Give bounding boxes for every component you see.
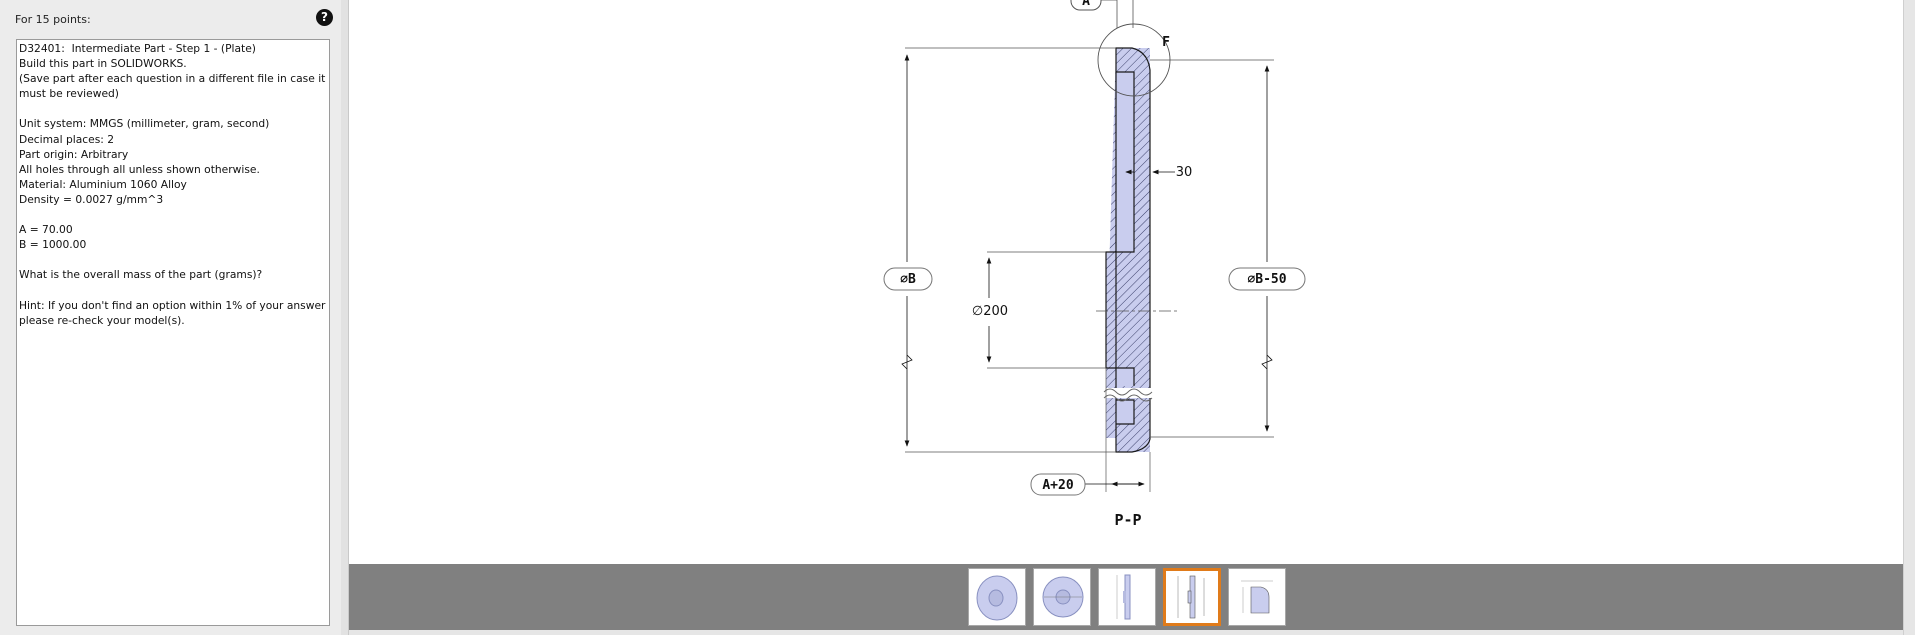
question-line: must be reviewed) bbox=[19, 87, 119, 101]
bottom-edge bbox=[349, 630, 1903, 635]
question-line: Unit system: MMGS (millimeter, gram, sec… bbox=[19, 117, 270, 131]
svg-text:F: F bbox=[1162, 35, 1170, 50]
section-label: P-P bbox=[1114, 511, 1141, 529]
question-line: Material: Aluminium 1060 Alloy bbox=[19, 177, 187, 191]
question-line: What is the overall mass of the part (gr… bbox=[19, 268, 263, 282]
question-line: Hint: If you don't find an option within… bbox=[19, 298, 326, 312]
question-line: D32401: Intermediate Part - Step 1 - (Pl… bbox=[19, 42, 256, 55]
dim-a20: A+20 bbox=[1030, 368, 1151, 496]
part-thumbnail-icon bbox=[976, 575, 1018, 621]
question-line bbox=[19, 283, 327, 298]
dim-dia-b: ∅B bbox=[883, 47, 1116, 453]
thumbnail-2[interactable] bbox=[1033, 568, 1091, 626]
right-edge bbox=[1903, 0, 1915, 635]
question-line: please re-check your model(s). bbox=[19, 313, 185, 327]
question-line bbox=[19, 101, 327, 116]
dim-dia-b50: ∅B-50 bbox=[1150, 59, 1306, 438]
svg-text:∅B-50: ∅B-50 bbox=[1247, 272, 1286, 287]
part-side-thumbnail-icon bbox=[1116, 574, 1131, 620]
svg-text:30: 30 bbox=[1176, 165, 1193, 180]
top-dim-label: A bbox=[1070, 0, 1134, 28]
question-line: Density = 0.0027 g/mm^3 bbox=[19, 192, 164, 206]
thumbnail-3[interactable] bbox=[1098, 568, 1156, 626]
question-line: Decimal places: 2 bbox=[19, 132, 115, 146]
svg-text:A: A bbox=[1082, 0, 1090, 9]
svg-text:A+20: A+20 bbox=[1042, 478, 1073, 493]
panel-scrollbar[interactable] bbox=[341, 0, 348, 635]
question-text-area[interactable]: D32401: Intermediate Part - Step 1 - (Pl… bbox=[16, 39, 330, 626]
dim-30: 30 bbox=[1125, 165, 1193, 180]
drawing-viewer: A F bbox=[349, 0, 1903, 564]
question-line bbox=[19, 207, 327, 222]
thumbnail-1[interactable] bbox=[968, 568, 1026, 626]
dim-dia-200: ∅200 bbox=[972, 251, 1106, 369]
section-thumbnail-icon bbox=[1177, 575, 1205, 619]
thumbnail-5[interactable] bbox=[1228, 568, 1286, 626]
question-line bbox=[19, 252, 327, 267]
detail-thumbnail-icon bbox=[1241, 580, 1273, 614]
thumbnail-4-active[interactable] bbox=[1163, 568, 1221, 626]
question-circle-icon[interactable]: ? bbox=[316, 9, 333, 26]
svg-text:∅B: ∅B bbox=[900, 272, 916, 287]
question-line: Part origin: Arbitrary bbox=[19, 147, 129, 161]
thumbnail-strip bbox=[349, 564, 1903, 630]
question-line: Build this part in SOLIDWORKS. bbox=[19, 57, 187, 71]
part-section bbox=[1096, 47, 1178, 453]
question-line: A = 70.00 bbox=[19, 223, 73, 237]
part-front-thumbnail-icon bbox=[1042, 576, 1084, 618]
section-drawing: A F bbox=[883, 0, 1306, 529]
question-line: (Save part after each question in a diff… bbox=[19, 72, 326, 86]
question-line: B = 1000.00 bbox=[19, 238, 87, 252]
svg-text:∅200: ∅200 bbox=[972, 304, 1008, 319]
question-line: All holes through all unless shown other… bbox=[19, 162, 260, 176]
question-panel: For 15 points: ? D32401: Intermediate Pa… bbox=[0, 0, 349, 635]
points-label: For 15 points: bbox=[15, 13, 91, 26]
